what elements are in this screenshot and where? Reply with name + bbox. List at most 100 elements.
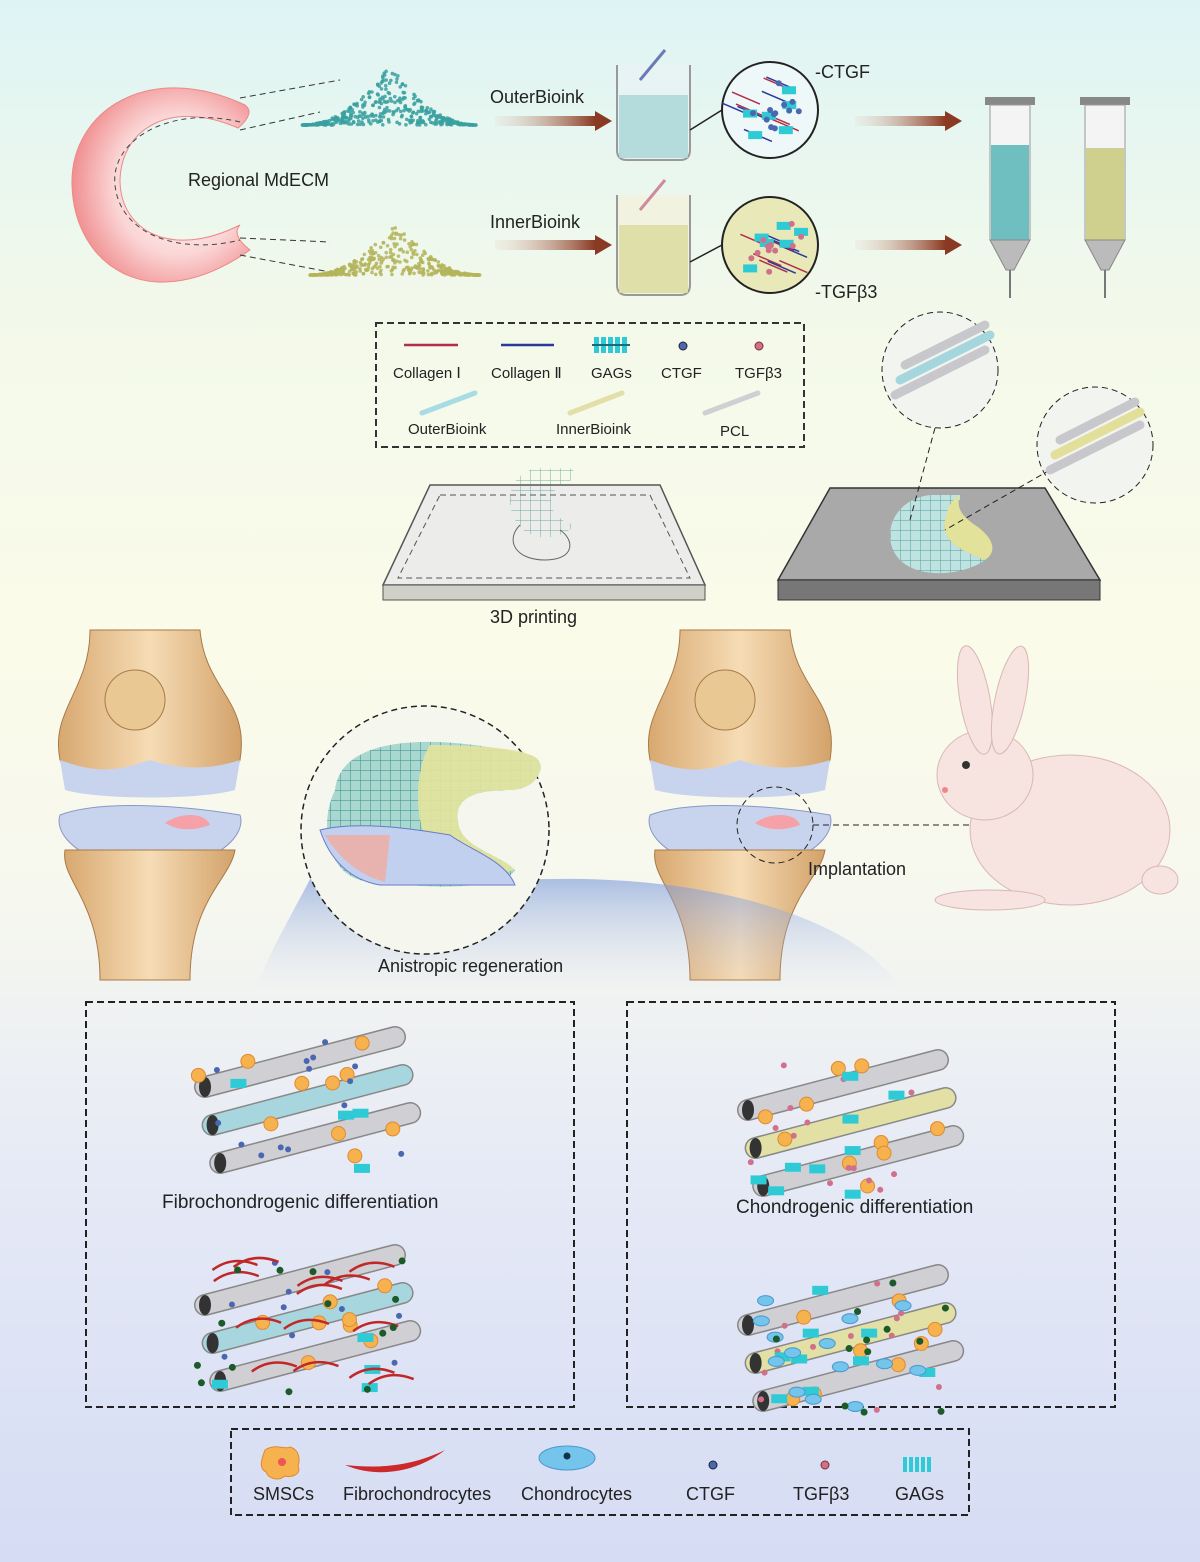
growth-factor-dot	[766, 268, 773, 275]
powder-grain	[477, 273, 482, 277]
gags-cluster	[748, 131, 763, 140]
powder-grain	[409, 114, 414, 119]
powder-grain	[389, 233, 394, 238]
powder-grain	[348, 114, 353, 118]
powder-grain	[373, 263, 378, 268]
powder-grain	[426, 272, 431, 277]
gags-cluster	[211, 1379, 228, 1389]
growth-factor-dot	[749, 110, 756, 117]
powder-grain	[418, 115, 423, 120]
beaker-inner	[616, 179, 691, 296]
powder-grain	[412, 271, 416, 276]
powder-grain	[393, 100, 397, 105]
chondrocyte	[788, 1386, 806, 1398]
powder-grain	[429, 271, 434, 276]
powder-grain	[365, 114, 370, 119]
powder-grain	[373, 100, 378, 105]
ecm-particle	[197, 1379, 205, 1387]
smsc-cell	[331, 1126, 347, 1142]
powder-grain	[395, 77, 399, 81]
ecm-particle	[392, 1295, 400, 1303]
powder-grain	[409, 118, 413, 122]
gags-cluster	[844, 1146, 861, 1156]
powder-grain	[473, 123, 478, 127]
fibrochondrocyte	[235, 1317, 282, 1329]
growth-factor-dot	[285, 1146, 292, 1153]
powder-grain	[360, 257, 364, 262]
growth-factor-dot	[908, 1089, 915, 1096]
growth-factor-dot	[891, 1171, 898, 1178]
powder-grain	[330, 272, 334, 277]
dashed-leaders	[239, 79, 341, 273]
legend-ctgf-label-bottom: CTGF	[686, 1484, 735, 1504]
growth-factor-dot	[810, 1343, 817, 1350]
gags-cluster	[779, 239, 794, 248]
powder-grain	[402, 267, 406, 272]
powder-grain	[366, 118, 371, 122]
powder-grain	[455, 271, 460, 275]
ecm-particle	[285, 1388, 293, 1396]
powder-grain	[387, 81, 392, 86]
powder-grain	[446, 119, 450, 123]
arrowhead-outer	[595, 111, 612, 131]
growth-factor-dot	[771, 125, 778, 132]
gags-cluster	[353, 1163, 370, 1173]
rod-end	[749, 1138, 762, 1158]
fibrochondrocyte	[283, 1318, 330, 1330]
powder-grain	[396, 74, 400, 78]
ecm-particle	[937, 1407, 945, 1415]
powder-grain	[415, 98, 420, 103]
powder-grain	[373, 242, 378, 247]
powder-grain	[405, 250, 410, 255]
legend-ctgf-label: CTGF	[661, 365, 702, 382]
powder-grain	[459, 273, 464, 277]
legend-pcl-label: PCL	[720, 423, 749, 440]
powder-grain	[440, 119, 445, 123]
fibrochondrocyte	[348, 1261, 395, 1273]
powder-grain	[375, 266, 380, 271]
smsc-cell	[777, 1131, 793, 1147]
powder-grain	[401, 250, 406, 254]
collagen-fiber	[770, 118, 800, 132]
powder-grain	[335, 267, 340, 272]
smsc-cell	[876, 1145, 892, 1161]
tgfb3-factor-label: -TGFβ3	[815, 282, 877, 302]
powder-grain	[354, 265, 358, 270]
growth-factor-dot	[310, 1054, 317, 1061]
legend-bottom-labels: SMSCs Fibrochondrocytes Chondrocytes CTG…	[253, 1484, 944, 1504]
powder-grain	[371, 103, 375, 108]
growth-factor-dot	[338, 1306, 345, 1313]
powder-grain	[358, 110, 362, 114]
ecm-particle	[389, 1324, 397, 1332]
pcl-symbol	[702, 390, 761, 416]
arrow-to-syringe-outer	[855, 116, 945, 126]
chondrocyte	[757, 1295, 775, 1307]
powder-grain	[388, 255, 392, 260]
powder-grain	[325, 119, 329, 124]
growth-factor-dot	[289, 1332, 296, 1339]
powder-grain	[382, 99, 387, 104]
powder-grain	[409, 247, 414, 252]
gags-cluster	[802, 1386, 819, 1396]
legend-bottom-symbols	[260, 1445, 931, 1480]
ecm-particle	[398, 1257, 406, 1265]
powder-grain	[341, 116, 345, 121]
powder-grain	[421, 271, 426, 275]
powder-grain	[393, 244, 397, 249]
ecm-particle	[228, 1363, 236, 1371]
powder-grain	[370, 90, 374, 94]
growth-factor-dot	[221, 1353, 228, 1360]
chondrocyte	[894, 1300, 912, 1312]
ecm-particle	[379, 1329, 387, 1337]
smsc-cell	[339, 1067, 355, 1083]
powder-grain	[366, 262, 371, 267]
powder-grain	[371, 118, 375, 123]
ecm-particle	[845, 1345, 853, 1353]
powder-grain	[324, 271, 329, 275]
growth-factor-dot	[781, 1322, 788, 1329]
powder-grain	[362, 263, 367, 267]
gags-cluster	[768, 1186, 785, 1196]
powder-grain	[381, 241, 386, 245]
powder-grain	[426, 269, 430, 273]
legend-collagen2-label: Collagen Ⅱ	[491, 365, 562, 382]
